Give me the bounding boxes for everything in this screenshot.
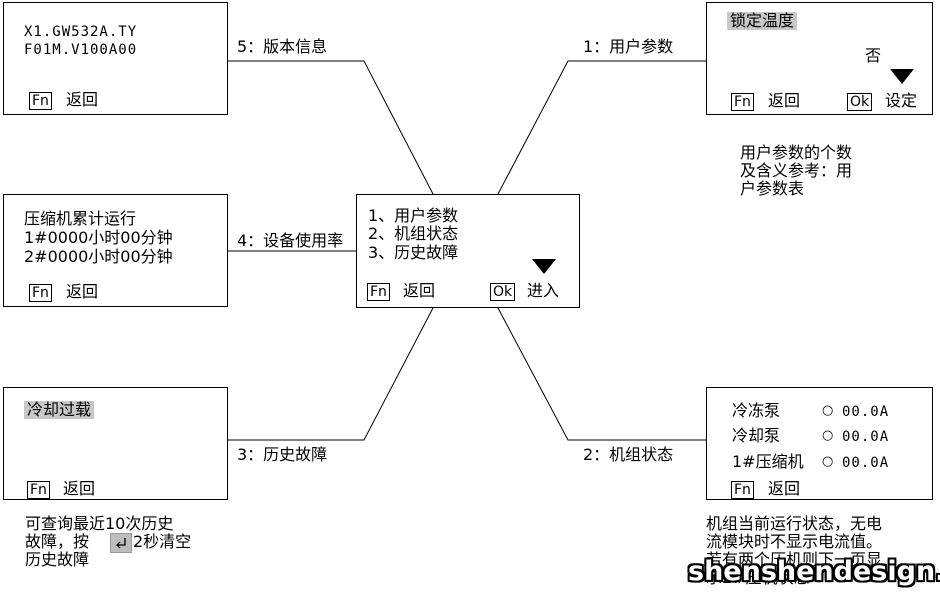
user-param-panel: 锁定温度 否 Fn 返回 Ok 设定: [706, 2, 933, 115]
history-note-line-2b: 2秒清空: [133, 532, 192, 551]
unit-status-panel: 冷冻泵 ○ 00.0A 冷却泵 ○ 00.0A 1#压缩机 ○ 00.0A Fn…: [706, 387, 933, 500]
history-note-line-1: 可查询最近10次历史: [25, 514, 174, 533]
connector-label-history: 3：历史故障: [237, 445, 328, 464]
version-line-1: X1.GW532A.TY: [24, 24, 138, 40]
enter-arrow-glyph: [116, 538, 126, 549]
user-param-value: 否: [865, 46, 882, 65]
user-param-note-line-2: 及含义参考：用: [740, 161, 853, 180]
enter-label: 进入: [527, 281, 560, 300]
status-row-value: 00.0A: [842, 404, 890, 420]
line-unit-status: [497, 307, 706, 441]
enter-key-icon: [110, 533, 132, 553]
unit-status-note-line-4: 示2#压机状态: [706, 568, 810, 587]
user-param-note-line-3: 户参数表: [740, 179, 805, 198]
status-dot-icon: ○: [822, 403, 834, 418]
main-menu-panel: 1、用户参数 2、机组状态 3、历史故障 Fn 返回 Ok 进入: [356, 194, 580, 308]
connector-label-version: 5：版本信息: [237, 37, 328, 56]
status-row-value: 00.0A: [842, 429, 890, 445]
fn-key[interactable]: Fn: [29, 92, 52, 110]
version-panel: X1.GW532A.TY F01M.V100A00 Fn 返回: [3, 2, 228, 115]
status-dot-icon: ○: [822, 428, 834, 443]
user-param-title: 锁定温度: [727, 12, 798, 30]
status-row-value: 00.0A: [842, 455, 890, 471]
unit-status-note-line-3: 若有两个压机则下一页显: [706, 550, 883, 569]
usage-line-3: 2#0000小时00分钟: [24, 247, 173, 266]
unit-status-note-line-1: 机组当前运行状态，无电: [706, 514, 883, 533]
watermark: shenshendesign.com: [688, 556, 940, 587]
menu-item-user-param[interactable]: 1、用户参数: [368, 206, 459, 225]
menu-item-history[interactable]: 3、历史故障: [368, 243, 459, 262]
status-row-name: 冷冻泵: [732, 401, 781, 420]
history-panel: 冷却过载 Fn 返回: [3, 387, 228, 500]
history-title: 冷却过载: [24, 401, 95, 419]
unit-status-note-line-2: 流模块时不显示电流值。: [706, 532, 883, 551]
line-version: [228, 60, 434, 195]
menu-item-unit-status[interactable]: 2、机组状态: [368, 224, 459, 243]
back-label: 返回: [66, 282, 99, 301]
usage-panel: 压缩机累计运行 1#0000小时00分钟 2#0000小时00分钟 Fn 返回: [3, 194, 228, 307]
fn-key[interactable]: Fn: [731, 481, 754, 499]
fn-key[interactable]: Fn: [367, 283, 390, 301]
usage-line-1: 压缩机累计运行: [24, 209, 137, 228]
status-row-name: 1#压缩机: [732, 452, 804, 471]
connector-label-unit-status: 2：机组状态: [583, 445, 674, 464]
history-note-line-3: 历史故障: [25, 550, 90, 569]
usage-line-2: 1#0000小时00分钟: [24, 228, 173, 247]
fn-key[interactable]: Fn: [27, 481, 50, 499]
back-label: 返回: [66, 90, 99, 109]
back-label: 返回: [768, 479, 801, 498]
back-label: 返回: [768, 91, 801, 110]
connector-label-usage: 4：设备使用率: [237, 231, 344, 250]
ok-key[interactable]: Ok: [490, 283, 516, 301]
back-label: 返回: [403, 281, 436, 300]
ok-key[interactable]: Ok: [847, 93, 873, 111]
line-user-param: [497, 60, 706, 195]
line-history: [228, 307, 434, 441]
history-note-line-2a: 故障，按: [25, 532, 90, 551]
version-line-2: F01M.V100A00: [24, 42, 138, 58]
status-row-name: 冷却泵: [732, 426, 781, 445]
set-label: 设定: [885, 91, 918, 110]
fn-key[interactable]: Fn: [29, 284, 52, 302]
connector-label-user-param: 1：用户参数: [583, 37, 674, 56]
status-dot-icon: ○: [822, 454, 834, 469]
user-param-note-line-1: 用户参数的个数: [740, 143, 853, 162]
down-arrow-icon: [890, 69, 914, 84]
down-arrow-icon: [532, 259, 556, 274]
fn-key[interactable]: Fn: [731, 93, 754, 111]
back-label: 返回: [63, 479, 96, 498]
